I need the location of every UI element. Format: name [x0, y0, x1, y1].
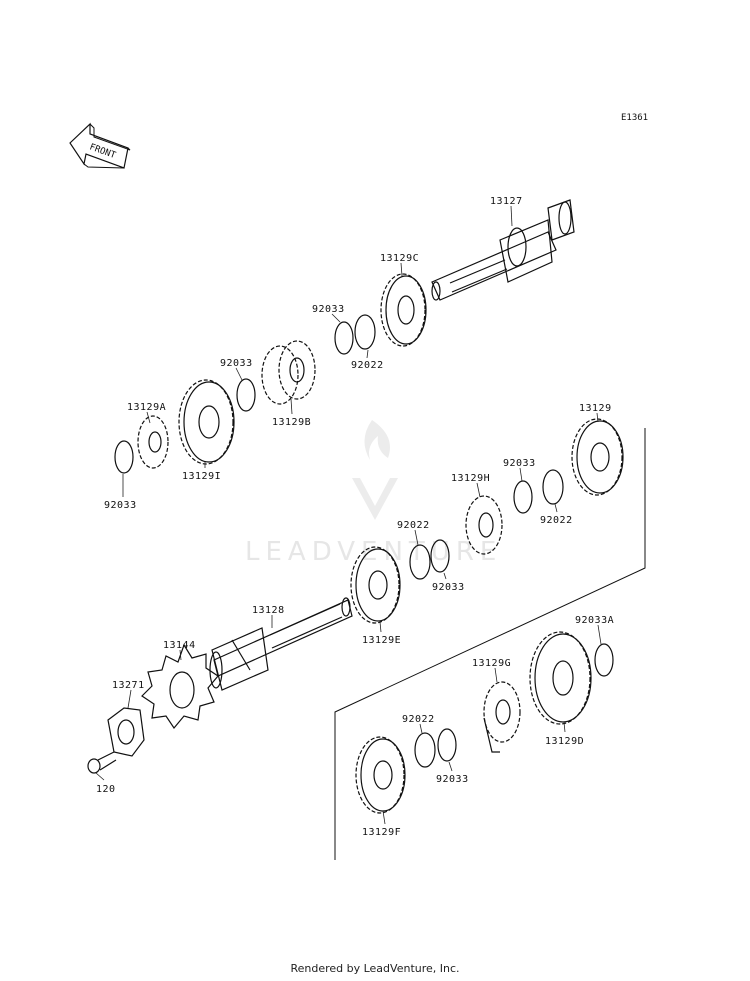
callout-13129f: 13129F: [362, 827, 401, 838]
group-bracket: [334, 428, 646, 860]
callout-13129c: 13129C: [380, 253, 419, 264]
shaft-13128: [209, 597, 353, 691]
callout-13129a: 13129A: [127, 402, 166, 413]
gear-13129b: [261, 340, 316, 405]
leader-lines: [95, 205, 602, 825]
gear-13129e: [350, 546, 401, 624]
circlip-92033-right: [513, 480, 533, 514]
callout-13129e: 13129E: [362, 635, 401, 646]
gear-13129h: [465, 495, 503, 555]
callout-13129d: 13129D: [545, 736, 584, 747]
gear-13129a: [137, 415, 169, 469]
callout-13144: 13144: [163, 640, 196, 651]
circlip-92033-left: [114, 440, 134, 474]
washer-92022-lower: [409, 544, 431, 580]
washer-92022-right: [542, 469, 564, 505]
watermark: LEADVENTURE: [245, 420, 502, 567]
diagram-code: E1361: [621, 113, 648, 123]
callout-92033: 92033: [312, 304, 345, 315]
watermark-text: LEADVENTURE: [245, 537, 502, 567]
callout-13271: 13271: [112, 680, 145, 691]
callout-13129: 13129: [579, 403, 612, 414]
callout-92022: 92022: [402, 714, 435, 725]
circlip-92033a: [594, 643, 614, 677]
callout-13127: 13127: [490, 196, 523, 207]
gear-13129c: [380, 273, 427, 347]
gear-13129f: [355, 736, 406, 814]
callout-92033: 92033: [220, 358, 253, 369]
callout-92033a: 92033A: [575, 615, 614, 626]
callout-92022: 92022: [351, 360, 384, 371]
circlip-92033-mid: [236, 378, 256, 412]
callout-92033: 92033: [503, 458, 536, 469]
plate-13271: [107, 707, 145, 757]
front-arrow-icon: FRONT: [69, 122, 131, 169]
callout-13129g: 13129G: [472, 658, 511, 669]
gear-13129d: [529, 631, 592, 725]
callout-92033: 92033: [432, 582, 465, 593]
callout-92033: 92033: [436, 774, 469, 785]
gear-13129i: [178, 379, 235, 465]
footer-credit: Rendered by LeadVenture, Inc.: [290, 962, 460, 975]
callout-13129b: 13129B: [272, 417, 311, 428]
circlip-92033-bottom: [437, 728, 457, 762]
callout-92022: 92022: [397, 520, 430, 531]
sprocket-13144: [141, 643, 219, 730]
circlip-92033-lower: [430, 539, 450, 573]
bolt-120: [87, 751, 117, 774]
circlip-92033-upper: [334, 321, 354, 355]
callout-13129h: 13129H: [451, 473, 490, 484]
callout-92022: 92022: [540, 515, 573, 526]
callout-13129i: 13129I: [182, 471, 221, 482]
callout-13128: 13128: [252, 605, 285, 616]
callout-120: 120: [96, 784, 116, 795]
washer-92022-upper: [354, 314, 376, 350]
callouts: 13127 13129C 92033 92022 92033 13129B 13…: [96, 196, 614, 838]
shaft-13127: [431, 199, 575, 301]
callout-92033: 92033: [104, 500, 137, 511]
washer-92022-bottom: [414, 732, 436, 768]
gear-13129g: [483, 681, 521, 753]
gear-13129: [571, 418, 624, 496]
